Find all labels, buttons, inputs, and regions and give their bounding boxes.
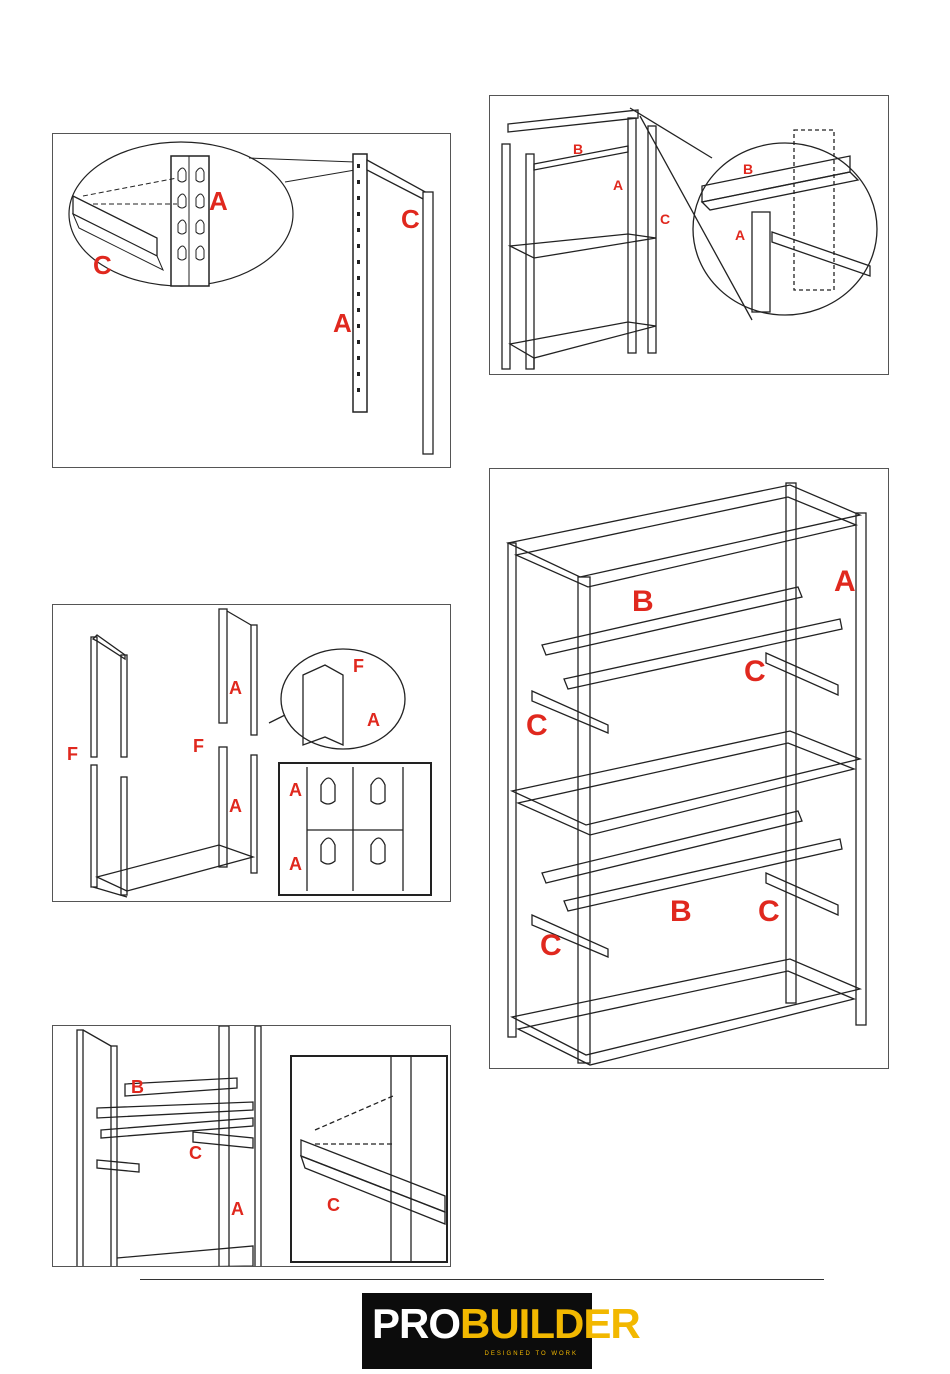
- label-B: B: [670, 897, 692, 927]
- panel-step-5: B A C C B C C: [489, 468, 889, 1069]
- panel-step-4: B C A C: [52, 1025, 451, 1267]
- label-A: A: [834, 567, 856, 597]
- label-C: C: [189, 1144, 202, 1162]
- label-A: A: [209, 188, 228, 214]
- label-C: C: [744, 657, 766, 687]
- logo-tagline: DESIGNED TO WORK: [362, 1351, 592, 1357]
- diagram-upright-bracket: [53, 134, 451, 468]
- logo-builder: BUILDER: [460, 1300, 640, 1347]
- label-A: A: [333, 310, 352, 336]
- footer-divider: [140, 1279, 824, 1280]
- label-C: C: [327, 1196, 340, 1214]
- label-C: C: [526, 711, 548, 741]
- label-B: B: [743, 162, 753, 176]
- probuilder-logo: PROBUILDER DESIGNED TO WORK: [362, 1293, 592, 1369]
- label-A: A: [367, 711, 380, 729]
- label-F: F: [67, 745, 78, 763]
- diagram-shelving-unit: [490, 469, 889, 1069]
- panel-step-2: B A C B A: [489, 95, 889, 375]
- label-F: F: [353, 657, 364, 675]
- label-A: A: [229, 797, 242, 815]
- label-B: B: [573, 142, 583, 156]
- label-C: C: [758, 897, 780, 927]
- label-C: C: [660, 212, 670, 226]
- label-C: C: [540, 931, 562, 961]
- label-F: F: [193, 737, 204, 755]
- label-C: C: [93, 252, 112, 278]
- label-B: B: [131, 1078, 144, 1096]
- label-A: A: [229, 679, 242, 697]
- panel-step-3: F A A F F A A A: [52, 604, 451, 902]
- label-A: A: [231, 1200, 244, 1218]
- label-A: A: [289, 781, 302, 799]
- label-B: B: [632, 587, 654, 617]
- label-A: A: [289, 855, 302, 873]
- label-A: A: [613, 178, 623, 192]
- logo-wordmark: PROBUILDER: [372, 1303, 640, 1345]
- label-C: C: [401, 206, 420, 232]
- diagram-connector: [53, 605, 451, 902]
- diagram-frame-beams: [490, 96, 889, 375]
- panel-step-1: A C C A: [52, 133, 451, 468]
- label-A: A: [735, 228, 745, 242]
- logo-pro: PRO: [372, 1300, 460, 1347]
- diagram-beam-install: [53, 1026, 451, 1267]
